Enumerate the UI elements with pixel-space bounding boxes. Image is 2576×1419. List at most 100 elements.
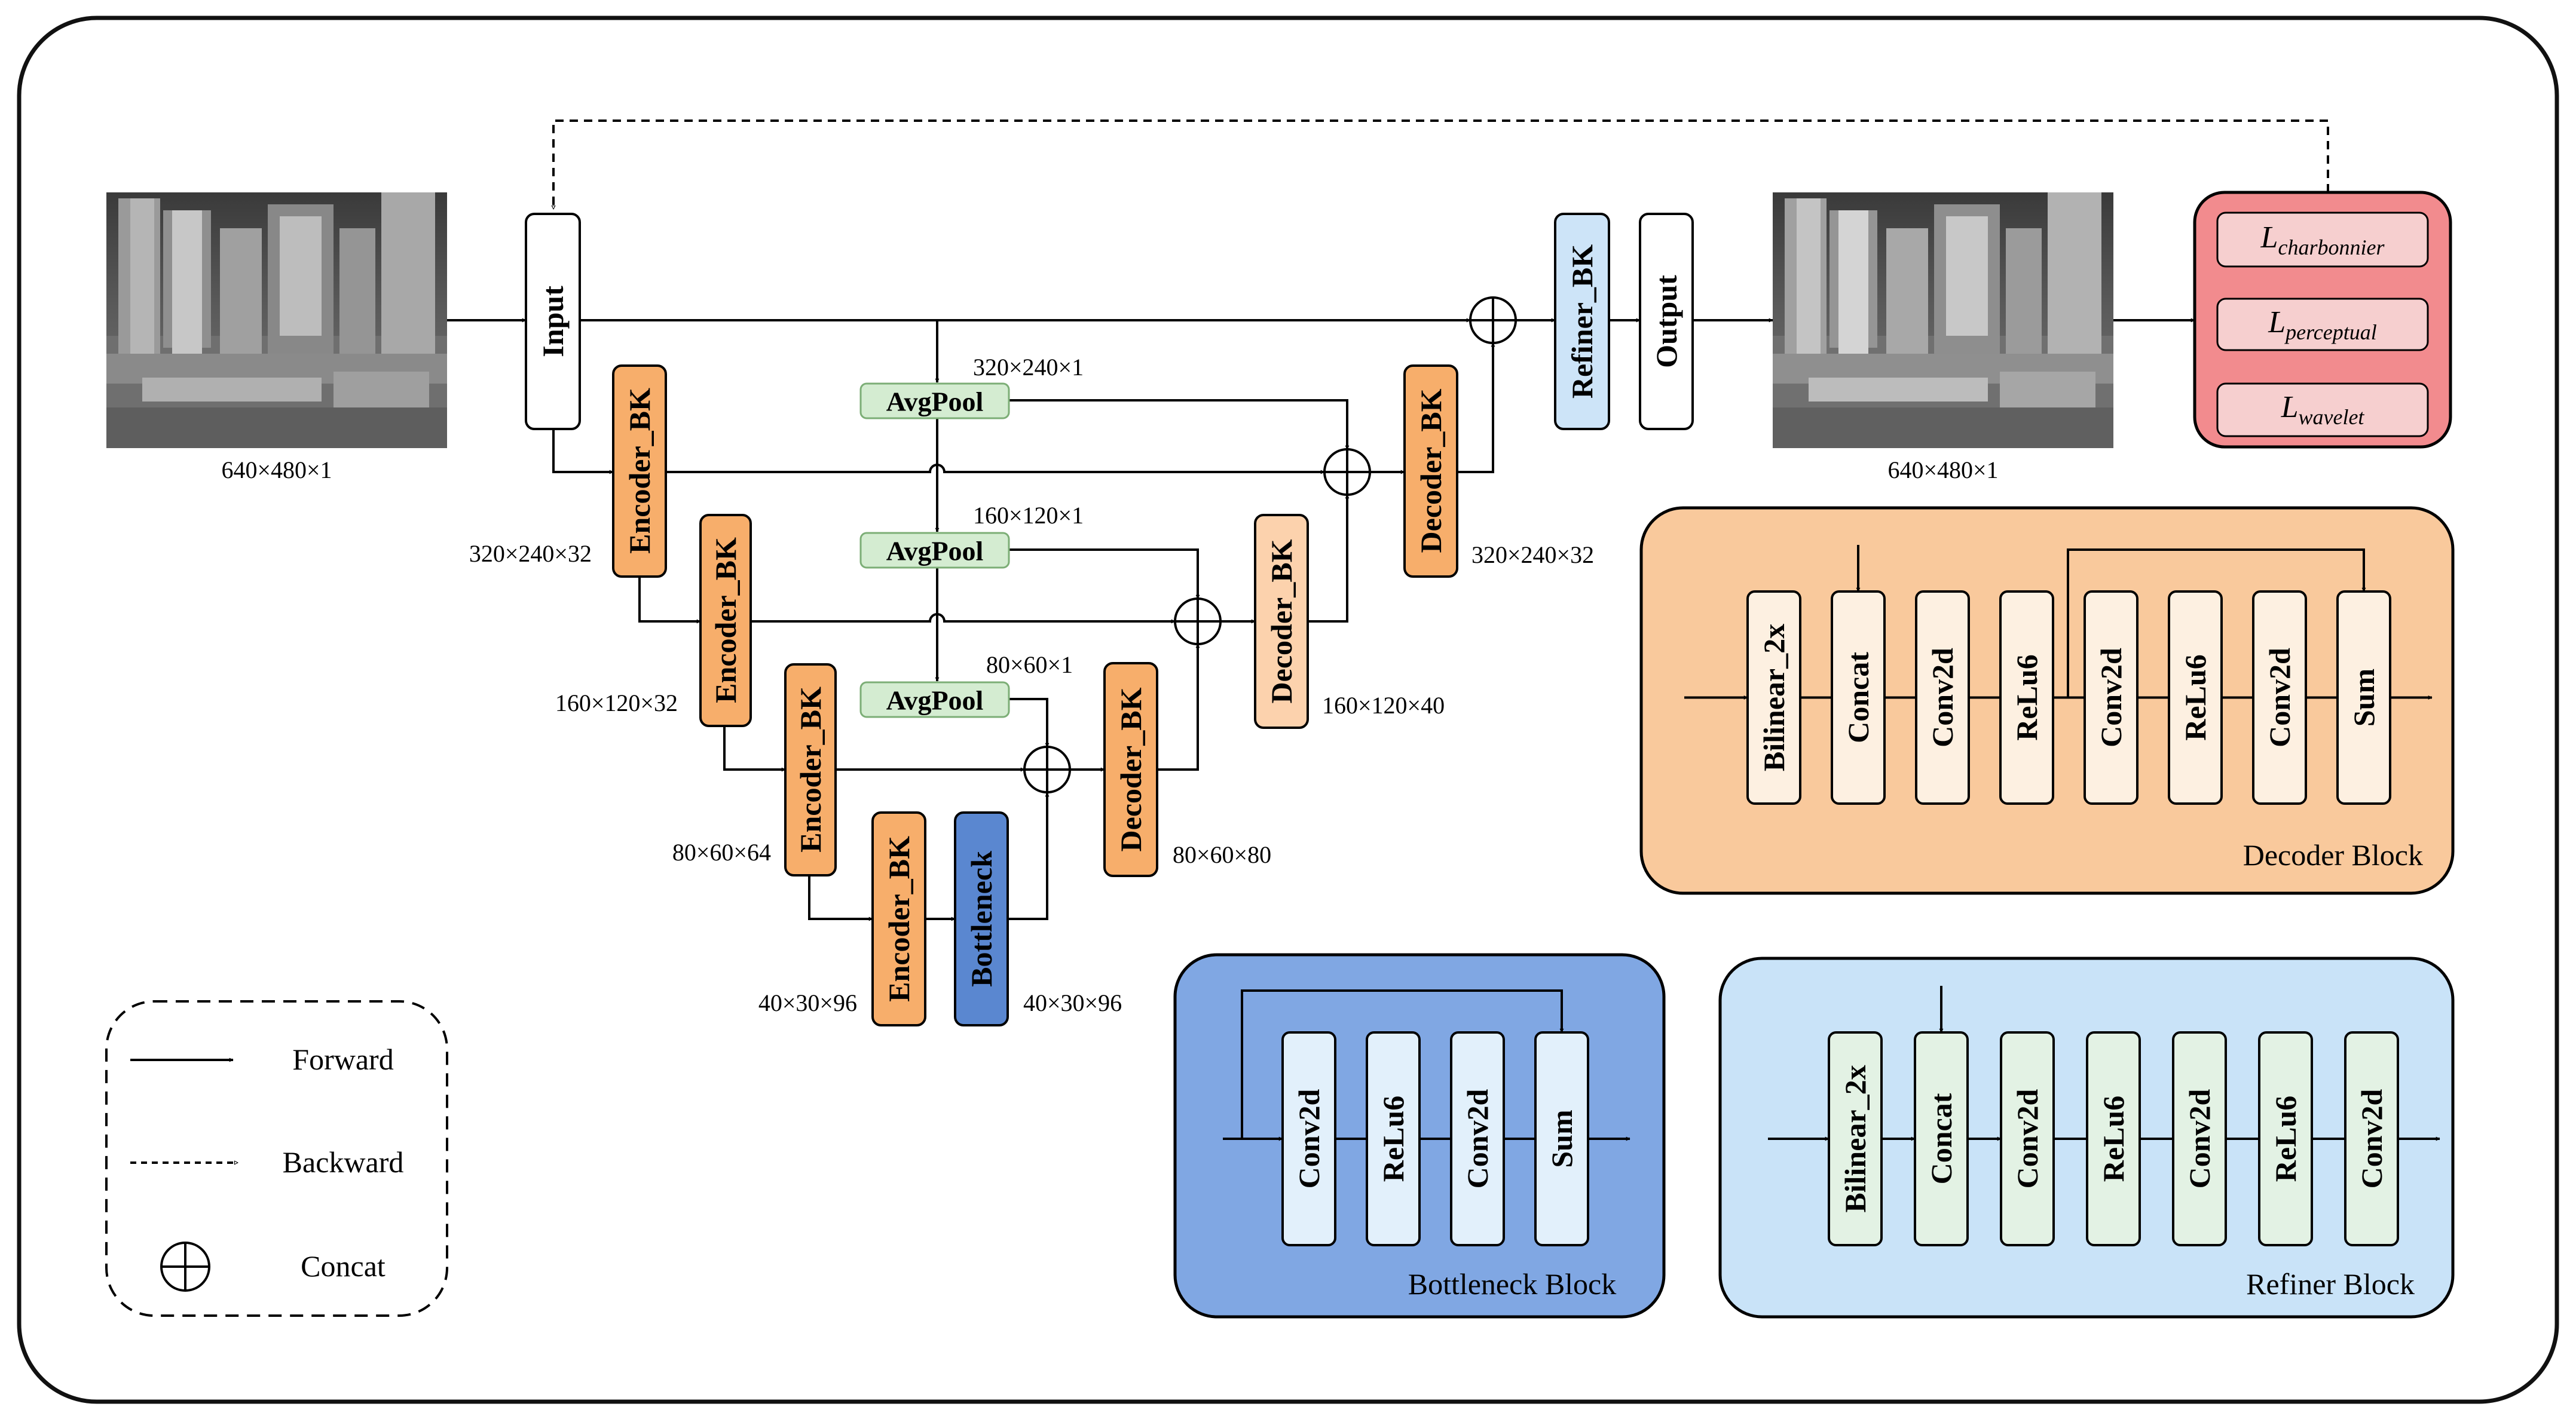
avgpool-block-2: AvgPool xyxy=(859,532,1010,569)
wire-enc1-enc2 xyxy=(638,577,701,624)
loss-item-wavelet: Lwavelet xyxy=(2216,382,2429,437)
decoder-block-2: Decoder_BK xyxy=(1254,514,1309,729)
decoder-3-label: Decoder_BK xyxy=(1114,687,1148,851)
bottleneck_block-layer-1: ReLu6 xyxy=(1366,1031,1421,1246)
decoder_block-layer-3: ReLu6 xyxy=(1999,590,2054,805)
bottleneck_block-layer-0: Conv2d xyxy=(1281,1031,1336,1246)
dim-pool1: 320×240×1 xyxy=(973,354,1084,381)
loss-perceptual-sub: perceptual xyxy=(2284,320,2377,344)
loss-panel: Lcharbonnier Lperceptual Lwavelet xyxy=(2193,191,2452,449)
decoder_block-layer-label-3: ReLu6 xyxy=(2010,654,2043,740)
decoder_block-layer-label-0: Bilinear_2x xyxy=(1757,624,1791,771)
decoder_block-layer-6: Conv2d xyxy=(2252,590,2307,805)
svg-text:Lperceptual: Lperceptual xyxy=(2268,305,2377,344)
bottleneck_block-layer-label-0: Conv2d xyxy=(1292,1089,1326,1188)
output-label: Output xyxy=(1650,275,1683,368)
avgpool-block-3: AvgPool xyxy=(859,681,1010,718)
svg-text:Lcharbonnier: Lcharbonnier xyxy=(2260,220,2385,259)
wire-enc3-enc4 xyxy=(808,875,873,921)
concat-node-1 xyxy=(1323,448,1371,496)
loss-item-charbonnier: Lcharbonnier xyxy=(2216,212,2429,268)
wire-enc2-enc3 xyxy=(723,726,786,772)
encoder-block-2: Encoder_BK xyxy=(699,514,752,727)
decoder_block-layer-5: ReLu6 xyxy=(2168,590,2223,805)
concat-node-2 xyxy=(1174,597,1222,645)
decoder-block-1: Decoder_BK xyxy=(1403,364,1458,578)
concat-node-0 xyxy=(1469,296,1517,344)
decoder_block-layer-label-2: Conv2d xyxy=(1926,648,1959,747)
refiner_block-layer-label-2: Conv2d xyxy=(2011,1089,2044,1188)
loss-wavelet-sub: wavelet xyxy=(2298,405,2364,429)
decoder-2-label: Decoder_BK xyxy=(1265,539,1298,703)
refiner_block-layer-label-1: Concat xyxy=(1925,1093,1958,1184)
output-image-size: 640×480×1 xyxy=(1887,456,1998,483)
input-block: Input xyxy=(525,213,581,430)
bottleneck-block-title: Bottleneck Block xyxy=(1408,1267,1617,1301)
refiner_block-layer-0: Bilinear_2x xyxy=(1828,1031,1883,1246)
wire-pool2-concat2 xyxy=(1009,548,1200,599)
dim-bottleneck: 40×30×96 xyxy=(1023,989,1122,1016)
decoder_block-layer-0: Bilinear_2x xyxy=(1746,590,1801,805)
concat-node-3 xyxy=(1023,746,1071,793)
refiner_block-layer-label-3: ReLu6 xyxy=(2097,1096,2130,1182)
dim-enc2: 160×120×32 xyxy=(555,689,678,716)
avgpool-1-label: AvgPool xyxy=(886,387,984,417)
refiner_block-layer-label-4: Conv2d xyxy=(2183,1089,2216,1188)
output-block: Output xyxy=(1639,213,1694,430)
refiner_block-layer-2: Conv2d xyxy=(2000,1031,2055,1246)
refiner_block-layer-label-6: Conv2d xyxy=(2355,1089,2388,1188)
bottleneck_block-layer-label-3: Sum xyxy=(1545,1110,1578,1167)
svg-text:Lwavelet: Lwavelet xyxy=(2281,390,2365,429)
wire-dec2-concat1 xyxy=(1308,494,1350,623)
loss-charbonnier-sub: charbonnier xyxy=(2278,235,2385,259)
dim-dec3: 80×60×80 xyxy=(1173,841,1271,868)
avgpool-2-label: AvgPool xyxy=(886,536,984,566)
decoder-block-3: Decoder_BK xyxy=(1103,662,1158,877)
decoder_block-layer-7: Sum xyxy=(2336,590,2391,805)
wire-dec1-concat0 xyxy=(1457,342,1495,473)
legend-concat-symbol xyxy=(160,1242,210,1292)
loss-perceptual-main: L xyxy=(2268,305,2286,339)
bottleneck-block: Bottleneck xyxy=(954,811,1009,1026)
refiner-block-title: Refiner Block xyxy=(2246,1267,2415,1301)
refiner_block-layer-4: Conv2d xyxy=(2172,1031,2227,1246)
output-thermal-image xyxy=(1773,192,2113,448)
decoder_block-layer-4: Conv2d xyxy=(2084,590,2138,805)
refiner_block-layer-1: Concat xyxy=(1914,1031,1969,1246)
bottleneck_block-layer-label-1: ReLu6 xyxy=(1376,1096,1410,1182)
avgpool-block-1: AvgPool xyxy=(859,382,1010,419)
dim-pool3: 80×60×1 xyxy=(986,651,1073,678)
decoder_block-layer-label-6: Conv2d xyxy=(2263,648,2296,747)
backward-path xyxy=(553,119,2329,209)
decoder_block-layer-label-7: Sum xyxy=(2347,669,2381,727)
encoder-3-label: Encoder_BK xyxy=(794,686,827,853)
dim-enc1: 320×240×32 xyxy=(469,540,592,567)
decoder_block-layer-label-1: Concat xyxy=(1841,652,1875,743)
bottleneck_block-skip-connection xyxy=(1241,989,1564,1139)
legend-backward-label: Backward xyxy=(283,1145,404,1179)
encoder-block-3: Encoder_BK xyxy=(784,663,837,876)
refiner_block-layer-5: ReLu6 xyxy=(2258,1031,2313,1246)
wire-pool3-concat3 xyxy=(1009,698,1050,747)
wire-pool1-concat1 xyxy=(1009,399,1350,450)
decoder_block-skip-connection xyxy=(2067,548,2366,698)
legend-concat-label: Concat xyxy=(301,1249,386,1283)
decoder_block-layer-label-5: ReLu6 xyxy=(2179,654,2212,740)
dim-dec2: 160×120×40 xyxy=(1322,692,1445,719)
refiner_block-layer-3: ReLu6 xyxy=(2086,1031,2141,1246)
bottleneck_block-layer-3: Sum xyxy=(1534,1031,1589,1246)
refiner-label: Refiner_BK xyxy=(1565,244,1599,399)
input-image-size: 640×480×1 xyxy=(221,456,332,483)
decoder-block-detail: Bilinear_2x Concat Conv2d ReLu6 Conv2d ReLu6 C… xyxy=(1639,506,2455,895)
decoder-1-label: Decoder_BK xyxy=(1414,388,1448,553)
wire-input-enc1 xyxy=(552,429,614,474)
loss-charbonnier-main: L xyxy=(2260,220,2278,255)
decoder_block-layer-1: Concat xyxy=(1831,590,1886,805)
encoder-1-label: Encoder_BK xyxy=(623,388,656,554)
wire-dec3-concat2 xyxy=(1157,643,1200,771)
input-thermal-image xyxy=(106,192,447,448)
loss-item-perceptual: Lperceptual xyxy=(2216,298,2429,351)
bottleneck-label: Bottleneck xyxy=(965,851,998,987)
